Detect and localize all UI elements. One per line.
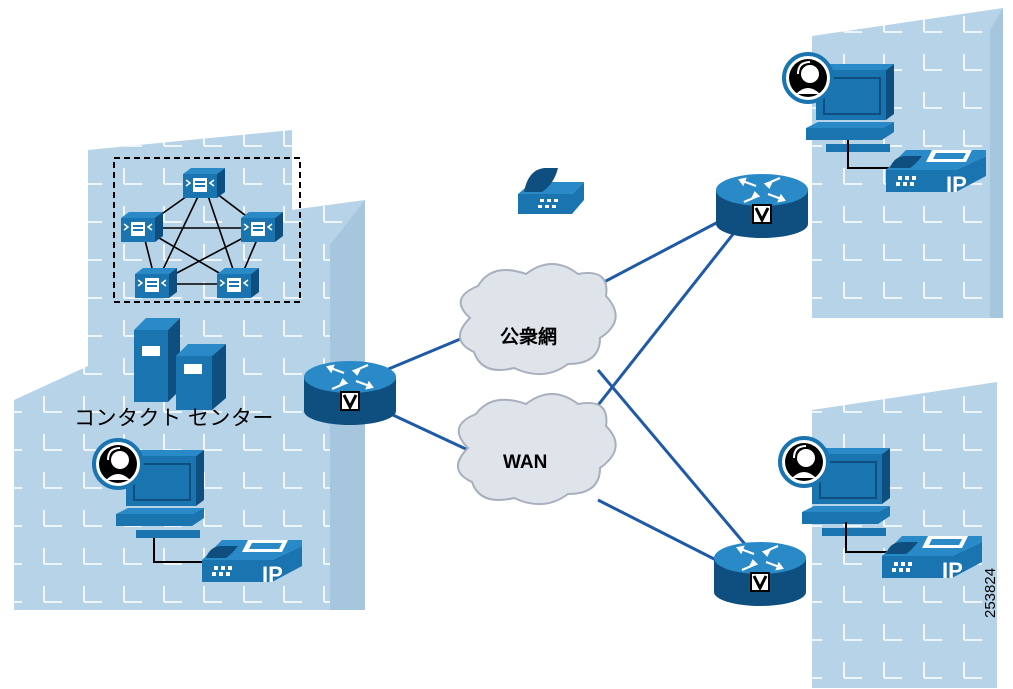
call-server-icon — [182, 167, 226, 199]
contact-center-label: コンタクト センター — [74, 407, 274, 430]
call-server-icon — [240, 211, 284, 243]
pstn-cloud — [459, 263, 617, 375]
agent-workstation-icon — [782, 52, 896, 154]
call-server-icon — [134, 267, 178, 299]
network-links — [349, 198, 762, 564]
server-icon — [134, 318, 226, 410]
ip-badge: IP — [946, 172, 967, 197]
ip-badge: IP — [262, 562, 283, 587]
router-icon — [712, 540, 808, 608]
router-icon — [714, 172, 810, 240]
ip-badge: IP — [942, 558, 963, 583]
wan-label: WAN — [503, 452, 548, 473]
figure-id: 253824 — [982, 567, 999, 618]
wan-cloud — [457, 393, 617, 505]
router-icon — [302, 359, 398, 427]
phone-icon — [518, 168, 584, 214]
call-server-cluster — [113, 157, 301, 303]
call-server-icon — [120, 211, 164, 243]
call-server-icon — [216, 267, 260, 299]
agent-phone-cables — [153, 140, 892, 563]
pstn-label: 公衆網 — [500, 327, 558, 348]
agent-workstation-icon — [778, 436, 892, 538]
